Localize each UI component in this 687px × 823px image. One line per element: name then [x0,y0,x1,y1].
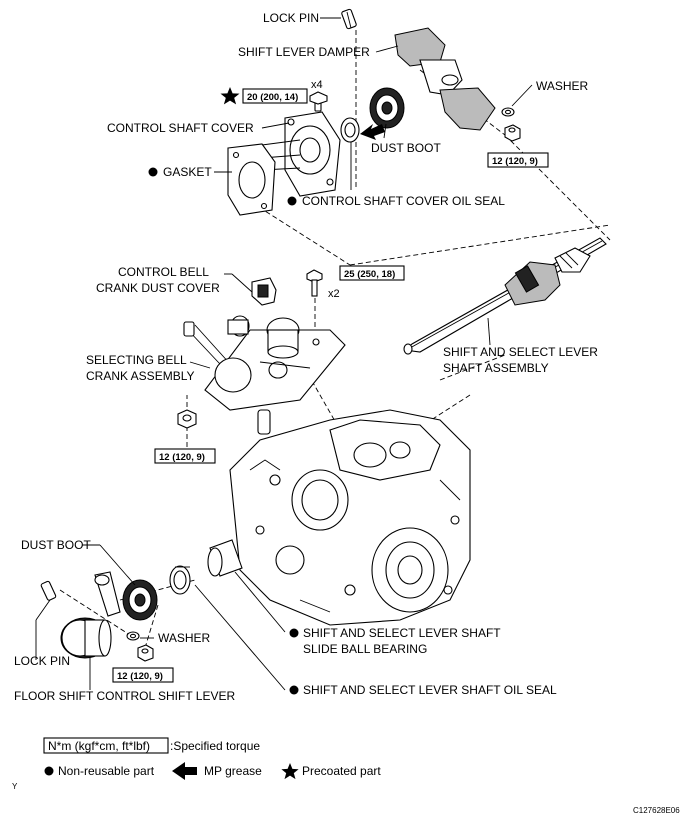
torque-box-cover-bolts [242,88,308,104]
label-control-bell-crank-dust-cover-2: CRANK DUST COVER [96,281,220,295]
cover-bolt-part [309,91,328,112]
label-lock-pin-bottom: LOCK PIN [14,654,70,668]
torque-bell-crank-bolts: 25 (250, 18) [344,269,395,280]
torque-bell-crank-nut: 12 (120, 9) [159,452,205,463]
figure-code: C127628E06 [633,806,680,815]
gasket-part [227,143,276,216]
non-reusable-icon [289,685,299,695]
control-shaft-cover-oil-seal-part [340,117,360,143]
bell-crank-bolt-part [306,269,323,297]
slide-ball-bearing-part [207,539,243,577]
non-reusable-icon [287,196,297,206]
label-slide-ball-bearing-2: SLIDE BALL BEARING [303,642,427,656]
corner-letter: Y [12,782,18,791]
washer-top-part [501,107,515,117]
legend-non-reusable: Non-reusable part [58,764,155,778]
label-dust-boot-top: DUST BOOT [371,141,441,155]
label-dust-boot-bottom: DUST BOOT [21,538,91,552]
dust-boot-bottom-part [122,579,158,621]
label-selecting-bell-crank-assembly-1: SELECTING BELL [86,353,187,367]
label-slide-ball-bearing-1: SHIFT AND SELECT LEVER SHAFT [303,626,501,640]
label-control-shaft-cover: CONTROL SHAFT COVER [107,121,254,135]
part-labels: LOCK PIN SHIFT LEVER DAMPER WASHER CONTR… [14,11,598,703]
label-selecting-bell-crank-assembly-2: CRANK ASSEMBLY [86,369,194,383]
label-shift-select-lever-shaft-assembly-2: SHAFT ASSEMBLY [443,361,549,375]
torque-washer-top-nut: 12 (120, 9) [492,156,538,167]
label-washer-bottom: WASHER [158,631,211,645]
torque-box-bell-crank-nut [154,448,216,464]
floor-shift-control-shift-lever-part [60,571,121,659]
label-lock-pin-top: LOCK PIN [263,11,319,25]
precoated-star-icon [220,87,240,105]
non-reusable-icon [148,167,158,177]
legend-torque-desc: :Specified torque [170,739,260,753]
torque-cover-bolts-qty: x4 [311,79,323,91]
label-shift-lever-damper: SHIFT LEVER DAMPER [238,45,370,59]
lock-pin-bottom-part [40,580,57,601]
black-arrow-icon [172,762,197,780]
label-oil-seal-bottom: SHIFT AND SELECT LEVER SHAFT OIL SEAL [303,683,557,697]
legend: N*m (kgf*cm, ft*lbf) :Specified torque N… [43,737,381,780]
shift-lever-damper-part [394,27,496,131]
lock-pin-top-part [341,8,357,30]
label-floor-shift-control-shift-lever: FLOOR SHIFT CONTROL SHIFT LEVER [14,689,235,703]
shift-select-lever-shaft-assembly-part [403,237,607,355]
legend-torque-box [43,737,169,754]
bell-crank-nut-part [177,409,197,429]
label-control-bell-crank-dust-cover-1: CONTROL BELL [118,265,209,279]
filled-circle-icon [44,766,54,776]
label-shift-select-lever-shaft-assembly-1: SHIFT AND SELECT LEVER [443,345,598,359]
torque-bell-crank-bolts-qty: x2 [328,288,340,300]
mp-grease-arrow-icon [360,124,385,140]
star-icon [281,763,299,780]
torque-specs: 20 (200, 14) x4 12 (120, 9) 25 (250, 18)… [112,79,549,683]
label-washer-top: WASHER [536,79,589,93]
label-gasket: GASKET [163,165,212,179]
torque-box-washer-top-nut [487,152,549,168]
control-shaft-cover-part [261,111,341,197]
leader-lines [35,17,533,691]
legend-precoated: Precoated part [302,764,381,778]
non-reusable-icon [289,628,299,638]
nut-top-part [504,124,521,142]
non-reusable-markers [148,167,299,695]
torque-box-bell-crank-bolts [339,265,405,281]
legend-mp-grease: MP grease [204,764,262,778]
control-bell-crank-dust-cover-part [251,277,277,306]
torque-cover-bolts: 20 (200, 14) [247,92,298,103]
washer-bottom-part [126,631,140,641]
transmission-case-part [229,409,471,626]
label-control-shaft-cover-oil-seal: CONTROL SHAFT COVER OIL SEAL [302,194,505,208]
torque-box-bottom-nut [112,667,174,683]
torque-bottom-nut: 12 (120, 9) [117,671,163,682]
nut-bottom-part [137,644,154,662]
shift-select-lever-shaft-oil-seal-part [169,565,191,595]
legend-torque-box-text: N*m (kgf*cm, ft*lbf) [48,739,150,753]
dust-boot-top-part [369,87,405,129]
selecting-bell-crank-assembly-part [183,315,346,435]
